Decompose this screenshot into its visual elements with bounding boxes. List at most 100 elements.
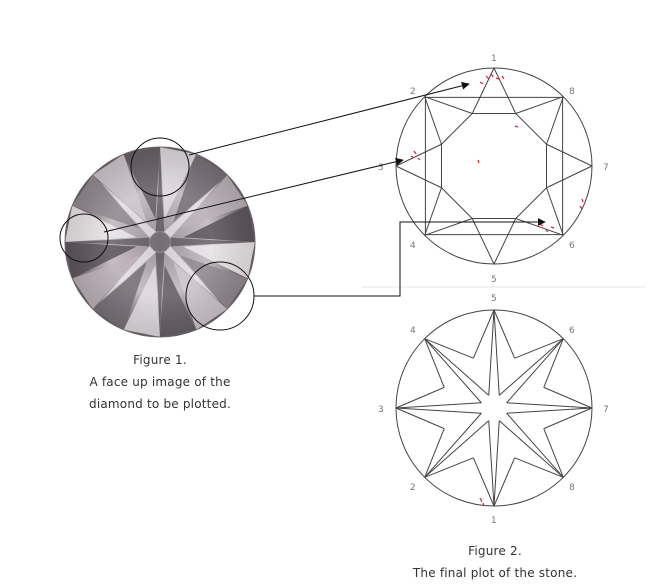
star-facet-line: [471, 218, 495, 265]
diamond-facet: [179, 255, 248, 310]
diamond-facet: [155, 156, 165, 232]
diamond-facet: [92, 154, 147, 223]
pavilion-main-line: [506, 402, 593, 409]
table-edge: [515, 187, 547, 219]
inclusion-mark: [501, 75, 505, 80]
pavilion-main-line: [395, 402, 482, 409]
lower-girdle-line: [395, 407, 445, 430]
lower-girdle-line: [514, 457, 564, 478]
star-facet-line: [395, 143, 442, 167]
highlight-circle-left: [59, 213, 109, 263]
caption-line: Figure 2.: [468, 544, 522, 558]
pavilion-main-line: [424, 420, 490, 478]
inclusion-mark: [482, 502, 485, 507]
pavilion-main-line: [488, 309, 495, 396]
figure2-caption: Figure 2. The final plot of the stone.: [395, 540, 595, 584]
position-number: 5: [491, 294, 497, 304]
lower-girdle-line: [395, 386, 445, 409]
caption-line: The final plot of the stone.: [412, 566, 578, 580]
lower-girdle-line: [514, 338, 564, 359]
lower-girdle-line: [493, 457, 516, 507]
pavilion-main-line: [488, 420, 495, 507]
star-facet-line: [515, 218, 564, 236]
inclusion-marks: [410, 72, 584, 233]
position-number: 4: [410, 326, 416, 336]
arrow-top: [188, 81, 470, 156]
lower-girdle-line: [424, 457, 474, 478]
position-number: 1: [491, 54, 497, 64]
diamond-facet: [123, 265, 160, 337]
diamond-facet: [179, 174, 248, 229]
star-facet-line: [515, 96, 564, 114]
plot-top-numbers: 1 2 3 4 5 6 7 8: [378, 54, 609, 285]
star-facet-line: [424, 96, 473, 114]
position-number: 2: [410, 87, 416, 97]
lower-girdle-line: [543, 407, 593, 430]
inclusion-marks: [479, 497, 485, 507]
figure1-caption: Figure 1. A face up image of the diamond…: [60, 349, 260, 415]
position-number: 2: [410, 483, 416, 493]
star-facet-line: [493, 67, 517, 114]
inclusion-mark: [514, 125, 519, 128]
lower-girdle-line: [424, 338, 474, 359]
pavilion-main-line: [424, 412, 482, 478]
diamond-facet: [160, 265, 197, 337]
position-number: 8: [569, 483, 575, 493]
diamond-photo: [64, 146, 256, 338]
lower-girdle-line: [424, 338, 445, 388]
inclusion-mark: [550, 226, 555, 229]
inclusion-mark: [410, 155, 415, 159]
lower-girdle-line: [472, 457, 495, 507]
diamond-facet: [65, 242, 137, 279]
caption-line: diamond to be plotted.: [89, 397, 231, 411]
plot-face-up: [395, 67, 593, 265]
inclusion-mark: [545, 229, 549, 233]
inclusion-mark: [539, 223, 544, 227]
diamond-culet: [150, 232, 170, 252]
inclusion-mark: [495, 77, 500, 80]
inclusion-mark: [413, 150, 417, 155]
lower-girdle-line: [543, 338, 564, 388]
position-number: 3: [378, 163, 384, 173]
diamond-facet: [74, 237, 150, 247]
diamond-facet: [99, 246, 156, 303]
caption-line: A face up image of the: [89, 375, 231, 389]
position-number: 6: [569, 241, 575, 251]
position-number: 5: [491, 275, 497, 285]
lower-girdle-line: [424, 428, 445, 478]
position-number: 7: [603, 163, 609, 173]
inclusion-mark: [579, 205, 583, 210]
diamond-facet: [92, 261, 147, 330]
star-facet-line: [546, 187, 564, 236]
table-edge: [441, 113, 473, 145]
star-facet-line: [424, 96, 442, 145]
position-number: 1: [491, 516, 497, 526]
diamond-facet: [183, 242, 255, 279]
table-edge: [515, 113, 547, 145]
position-number: 8: [569, 87, 575, 97]
star-facet-line: [395, 165, 442, 189]
position-number: 3: [378, 405, 384, 415]
star-facet-line: [424, 187, 442, 236]
pavilion-main-line: [498, 420, 564, 478]
pavilion-main-line: [424, 338, 482, 404]
diamond-facet: [173, 261, 228, 330]
diamond-facet: [164, 246, 221, 303]
diamond-facets: [65, 147, 255, 337]
diamond-facet: [160, 147, 197, 219]
diamond-facet: [72, 174, 141, 229]
inclusion-mark: [477, 159, 480, 164]
diamond-facet: [173, 154, 228, 223]
highlight-circle-top: [130, 137, 190, 197]
star-facet-line: [424, 218, 473, 236]
pavilion-main-line: [498, 338, 564, 396]
pavilion-main-line: [506, 407, 593, 414]
lower-girdle-line: [472, 309, 495, 359]
pavilion-main-line: [493, 309, 500, 396]
pavilion-main-line: [424, 338, 490, 396]
diamond-facet: [155, 252, 165, 328]
position-number: 6: [569, 326, 575, 336]
plot-bottom-numbers: 5 4 3 2 1 8 7 6: [378, 294, 609, 526]
pavilion-main-line: [493, 420, 500, 507]
arrow-right: [254, 218, 546, 297]
